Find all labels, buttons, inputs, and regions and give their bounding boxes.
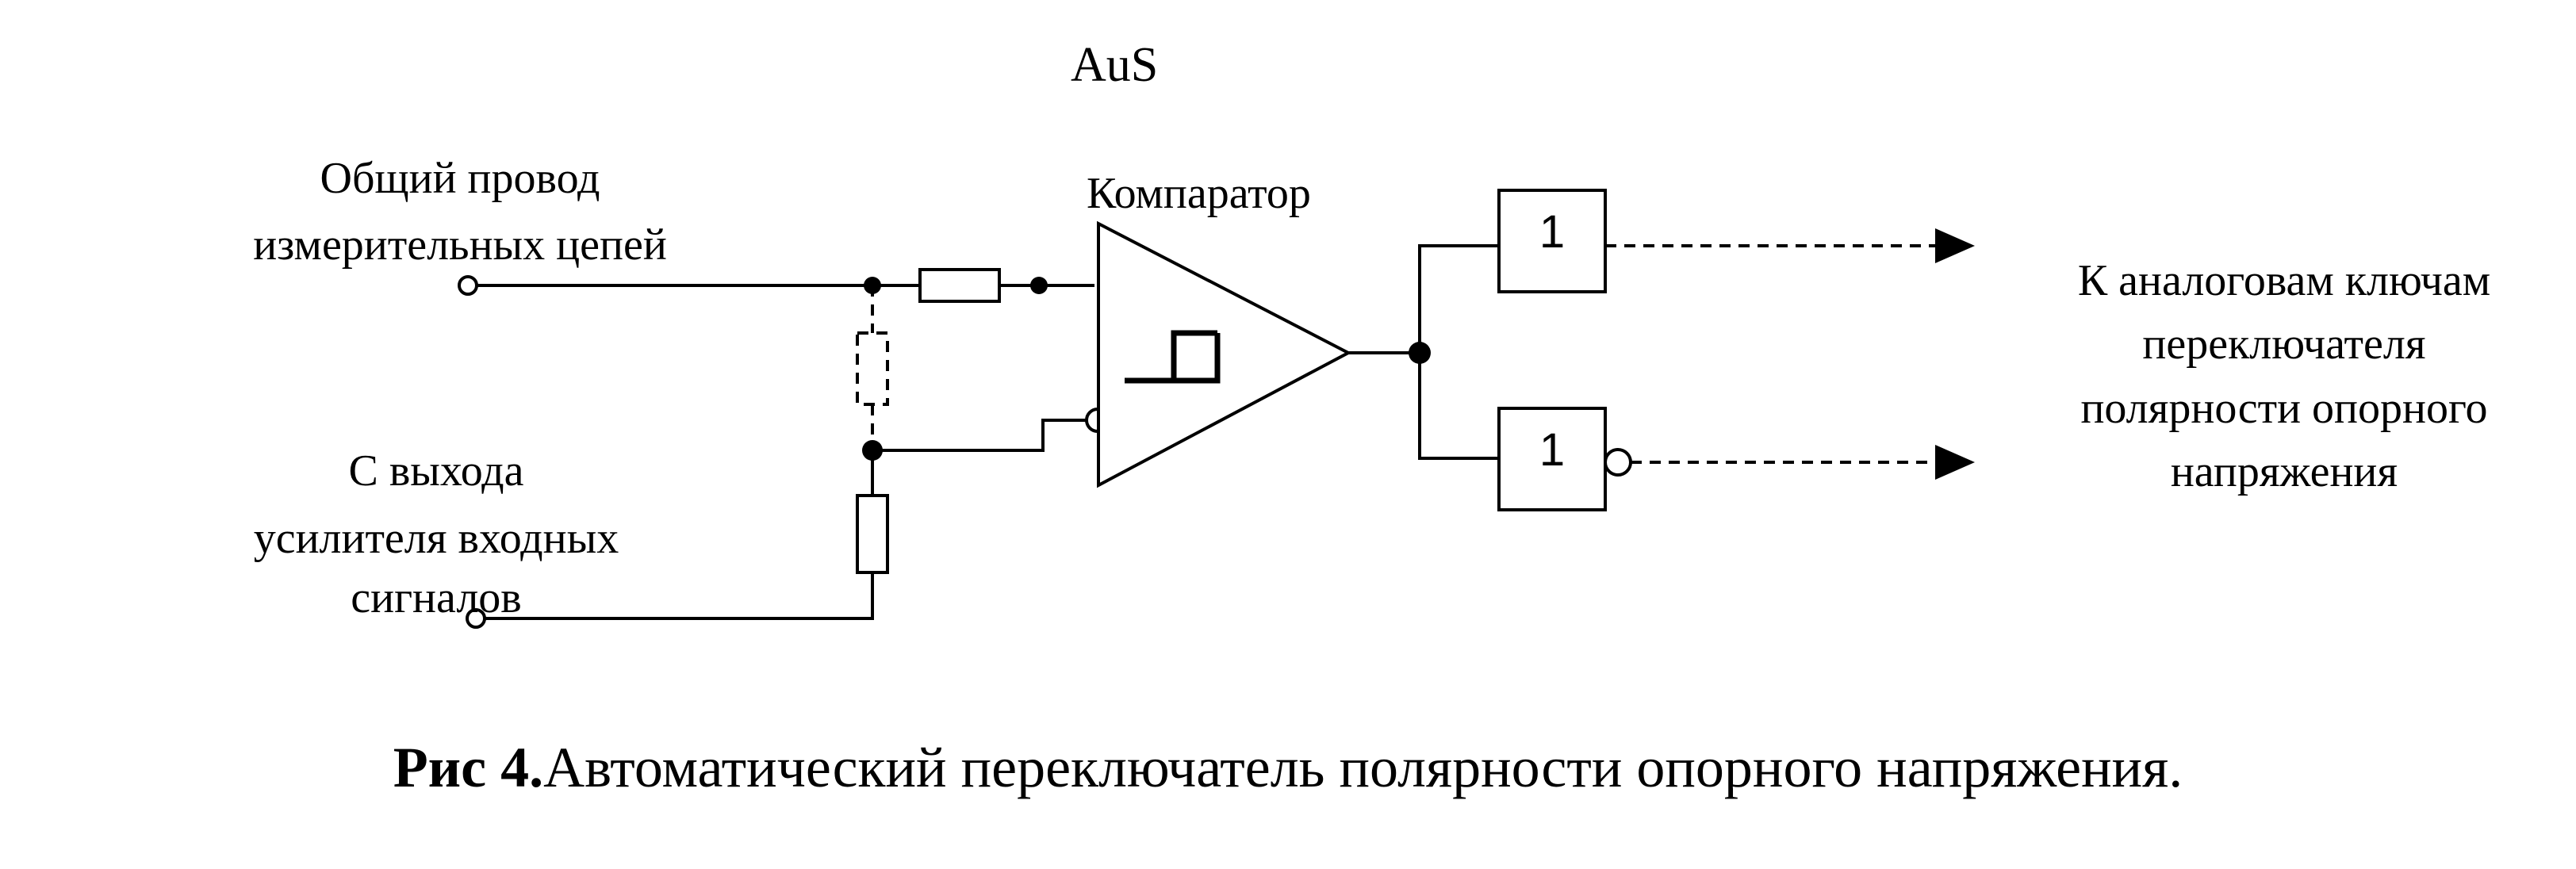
upper-output-arrow bbox=[1935, 228, 1975, 263]
top-junction-node bbox=[864, 277, 881, 294]
comparator-input-node bbox=[1030, 277, 1048, 294]
series-resistor bbox=[920, 270, 999, 301]
output-label-line1: К аналоговам ключам bbox=[2077, 256, 2491, 305]
inverting-input-wire bbox=[872, 420, 1087, 450]
hysteresis-icon-part bbox=[1162, 333, 1217, 381]
figure-caption: Рис 4.Автоматический переключатель поляр… bbox=[0, 729, 2576, 806]
input-signal-terminal bbox=[467, 610, 485, 627]
output-label-line4: напряжения bbox=[2170, 447, 2398, 496]
lower-output-arrow bbox=[1935, 445, 1975, 480]
output-label-line2: переключателя bbox=[2142, 320, 2426, 369]
lower-inverter-gate bbox=[1499, 408, 1605, 510]
lower-resistor bbox=[857, 496, 887, 572]
dashed-resistor bbox=[857, 333, 887, 404]
common-wire-terminal bbox=[459, 277, 477, 294]
caption-prefix: Рис 4. bbox=[393, 736, 544, 799]
upper-gate-input-wire bbox=[1420, 246, 1499, 353]
common-wire-label-line2: измерительных цепей bbox=[253, 220, 667, 270]
input-label-line3: сигналов bbox=[351, 573, 522, 622]
hysteresis-icon bbox=[1125, 333, 1217, 381]
input-signal-wire bbox=[485, 572, 872, 618]
lower-gate-label: 1 bbox=[1539, 424, 1566, 476]
comparator-label: Компаратор bbox=[1087, 169, 1311, 218]
diagram-title: AuS bbox=[1071, 38, 1159, 92]
output-junction-node bbox=[1409, 342, 1431, 364]
common-wire-label-line1: Общий провод bbox=[320, 154, 600, 203]
input-label-line2: усилителя входных bbox=[253, 514, 619, 563]
upper-gate-label: 1 bbox=[1539, 206, 1566, 258]
lower-gate-input-wire bbox=[1420, 353, 1499, 458]
lower-junction-node bbox=[862, 440, 883, 461]
inverter-bubble bbox=[1605, 450, 1631, 475]
caption-text: Автоматический переключатель полярности … bbox=[543, 736, 2183, 799]
upper-buffer-gate bbox=[1499, 190, 1605, 292]
input-label-line1: С выхода bbox=[348, 446, 524, 496]
output-label-line3: полярности опорного bbox=[2080, 384, 2488, 433]
comparator-symbol bbox=[1098, 224, 1348, 485]
